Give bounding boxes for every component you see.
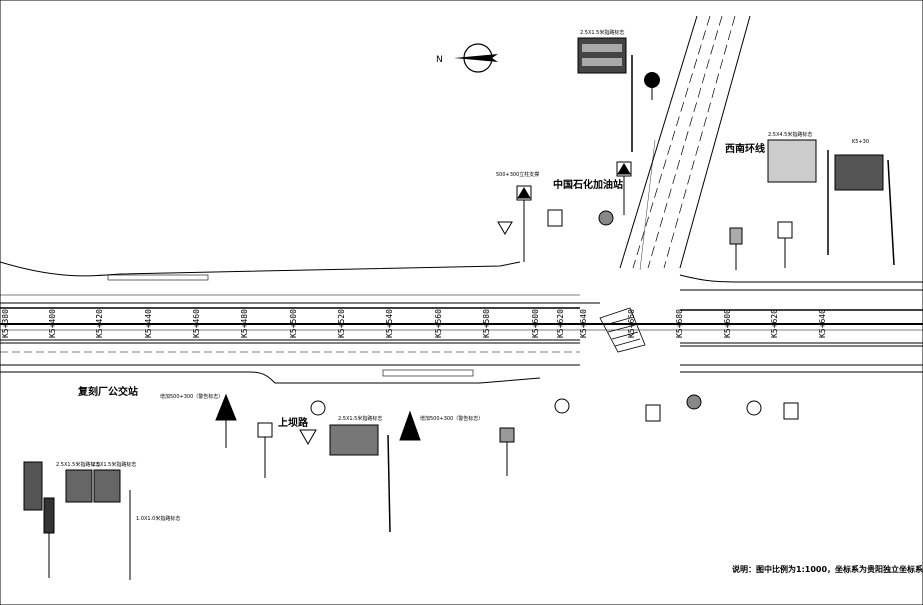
guide-sign-right: 2.5X4.5米指路标志 K5+30 bbox=[767, 131, 895, 266]
sign-code: K5+30 bbox=[852, 139, 869, 145]
station-label: K5+680 bbox=[675, 309, 684, 338]
sign-size-note: 1.0X1.0米指路标志 bbox=[136, 515, 180, 522]
roundabout-sign bbox=[644, 72, 660, 100]
station-label: K5+600 bbox=[531, 309, 540, 338]
small-signs-top: 500+300立柱支撑 bbox=[496, 161, 793, 270]
station-label: K5+440 bbox=[144, 309, 153, 338]
warn-note: 增加500+300（警告标志） bbox=[420, 415, 483, 422]
station-label: K5+640 bbox=[818, 309, 827, 338]
bus-stop-label: 复刻厂公交站 bbox=[77, 385, 138, 398]
crosswalk bbox=[599, 307, 646, 353]
station-label: K5+620 bbox=[556, 309, 565, 338]
branch-road bbox=[619, 15, 751, 271]
station-label: K5+480 bbox=[240, 309, 249, 338]
station-label: K5+460 bbox=[192, 309, 201, 338]
lower-left-signs: 2.5X1.5米指路标志 2.5X1.5米指路标志 1.0X1.0米指路标志 bbox=[23, 461, 180, 580]
sign-size-note: 2.5X1.5米指路标志 bbox=[92, 461, 136, 468]
scale-note: 说明：图中比例为1:1000，坐标系为贵阳独立坐标系。 bbox=[732, 564, 923, 574]
station-label: K5+660 bbox=[627, 309, 636, 338]
station-label: K5+420 bbox=[95, 309, 104, 338]
compass-label: N bbox=[436, 55, 443, 65]
side-road-label: 上坝路 bbox=[278, 416, 309, 429]
station-label: K5+520 bbox=[337, 309, 346, 338]
pole-note: 500+300立柱支撑 bbox=[496, 171, 539, 178]
station-label: K5+560 bbox=[434, 309, 443, 338]
lower-signs: 增加500+300（警告标志） 增加500+300（警告标志） 2.5X1.5米… bbox=[160, 393, 799, 533]
sign-size-note: 2.5X1.5米指路标志 bbox=[338, 415, 382, 422]
station-labels: K5+380 K5+400 K5+420 K5+440 K5+460 K5+48… bbox=[1, 309, 827, 338]
guide-sign-top: 2.5X1.5米指路标志 bbox=[577, 29, 633, 152]
station-label: K5+580 bbox=[482, 309, 491, 338]
sign-size-note: 2.5X1.5米指路标志 bbox=[56, 461, 100, 468]
sign-size-note: 2.5X1.5米指路标志 bbox=[580, 29, 624, 36]
ring-road-label: 西南环线 bbox=[725, 142, 765, 155]
north-arrow: N bbox=[436, 43, 498, 73]
main-road bbox=[0, 261, 923, 384]
station-label: K5+400 bbox=[48, 309, 57, 338]
station-label: K5+600 bbox=[723, 309, 732, 338]
warn-note: 增加500+300（警告标志） bbox=[160, 393, 223, 400]
station-label: K5+380 bbox=[1, 309, 10, 338]
sign-size-note: 2.5X4.5米指路标志 bbox=[768, 131, 812, 138]
station-label: K5+540 bbox=[385, 309, 394, 338]
gas-station-label: 中国石化加油站 bbox=[553, 178, 623, 191]
station-label: K5+640 bbox=[579, 309, 588, 338]
station-label: K5+620 bbox=[770, 309, 779, 338]
station-label: K5+500 bbox=[289, 309, 298, 338]
